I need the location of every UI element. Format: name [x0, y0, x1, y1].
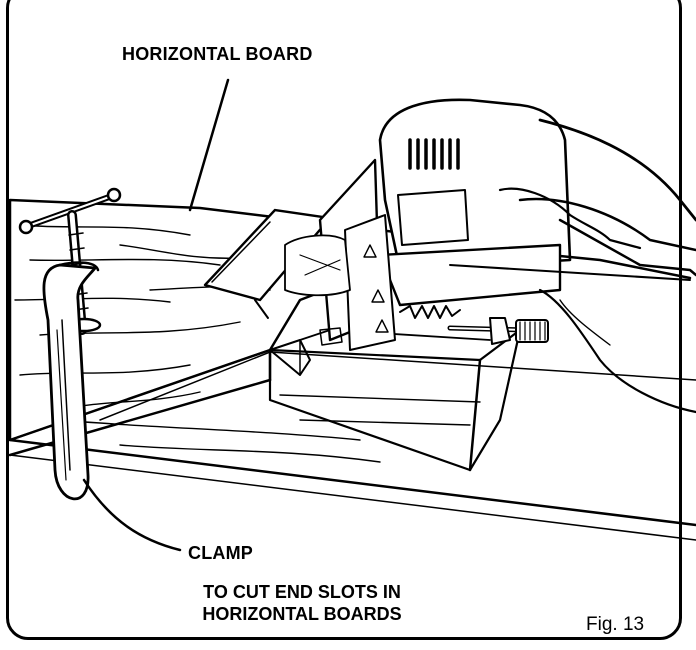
- workbench: [8, 351, 696, 541]
- horizontal-board-label: HORIZONTAL BOARD: [122, 44, 313, 64]
- plate-joiner: [203, 98, 696, 351]
- operator-hand: [498, 187, 696, 414]
- figure-caption: TO CUT END SLOTS IN HORIZONTAL BOARDS: [172, 581, 432, 625]
- figure-number: Fig. 13: [586, 614, 645, 635]
- workpiece-block: [268, 328, 522, 472]
- c-clamp: [18, 187, 122, 501]
- clamp-label: CLAMP: [188, 543, 253, 563]
- board-leader-line: [188, 78, 230, 212]
- caption-line-2: HORIZONTAL BOARDS: [202, 604, 402, 624]
- caption-line-1: TO CUT END SLOTS IN: [203, 582, 401, 602]
- clamp-leader-line: [82, 478, 182, 552]
